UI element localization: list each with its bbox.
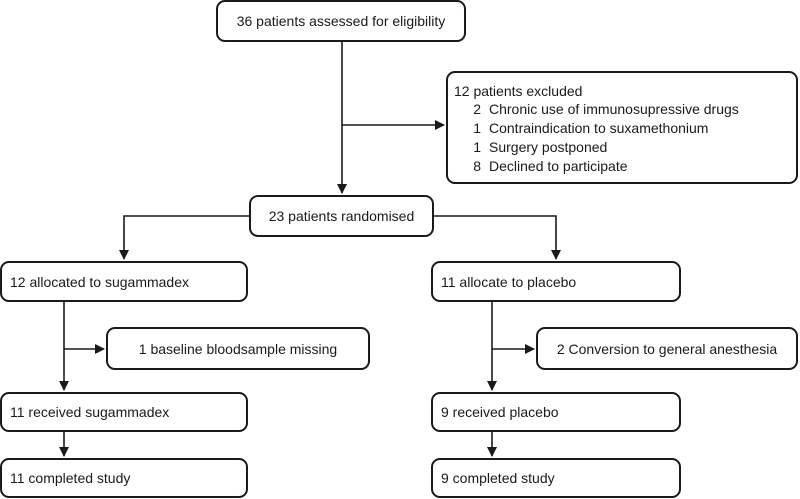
sugammadex-excluded-label: 1 baseline bloodsample missing (138, 340, 338, 357)
sugammadex-received-box: 11 received sugammadex (0, 392, 248, 432)
placebo-allocated-label: 11 allocate to placebo (441, 273, 577, 290)
sugammadex-completed-label: 11 completed study (10, 470, 131, 486)
exclusion-reason: 1 Surgery postponed (454, 138, 788, 157)
excluded-box: 12 patients excluded 2 Chronic use of im… (446, 71, 798, 184)
placebo-excluded-box: 2 Conversion to general anesthesia (536, 327, 798, 370)
reason-count: 8 (473, 158, 481, 174)
exclusion-reason: 8 Declined to participate (454, 157, 788, 176)
placebo-completed-label: 9 completed study (441, 470, 555, 486)
exclusion-reason: 1 Contraindication to suxamethonium (454, 119, 788, 138)
reason-count: 1 (473, 139, 481, 155)
sugammadex-allocated-box: 12 allocated to sugammadex (0, 261, 248, 302)
excluded-title: 12 patients excluded (454, 83, 583, 99)
placebo-allocated-box: 11 allocate to placebo (431, 261, 681, 302)
sugammadex-completed-box: 11 completed study (0, 458, 248, 498)
exclusion-reason: 2 Chronic use of immunosupressive drugs (454, 100, 788, 119)
reason-text: Declined to participate (489, 158, 628, 174)
arrow-randomised-to-placebo (434, 215, 561, 260)
sugammadex-excluded-box: 1 baseline bloodsample missing (106, 327, 370, 370)
reason-count: 2 (473, 101, 481, 117)
arrow-randomised-to-sugammadex (119, 215, 249, 260)
reason-text: Surgery postponed (489, 139, 608, 155)
reason-text: Contraindication to suxamethonium (489, 120, 709, 136)
reason-text: Chronic use of immunosupressive drugs (489, 101, 739, 117)
assessed-box: 36 patients assessed for eligibility (216, 0, 466, 42)
reason-count: 1 (473, 120, 481, 136)
placebo-received-label: 9 received placebo (441, 404, 559, 420)
placebo-excluded-label: 2 Conversion to general anesthesia (556, 340, 778, 357)
sugammadex-allocated-label: 12 allocated to sugammadex (10, 273, 189, 290)
assessed-label: 36 patients assessed for eligibility (236, 13, 446, 29)
randomised-box: 23 patients randomised (249, 195, 434, 237)
placebo-completed-box: 9 completed study (431, 458, 681, 498)
placebo-received-box: 9 received placebo (431, 392, 681, 432)
randomised-label: 23 patients randomised (268, 208, 415, 224)
sugammadex-received-label: 11 received sugammadex (10, 404, 170, 420)
